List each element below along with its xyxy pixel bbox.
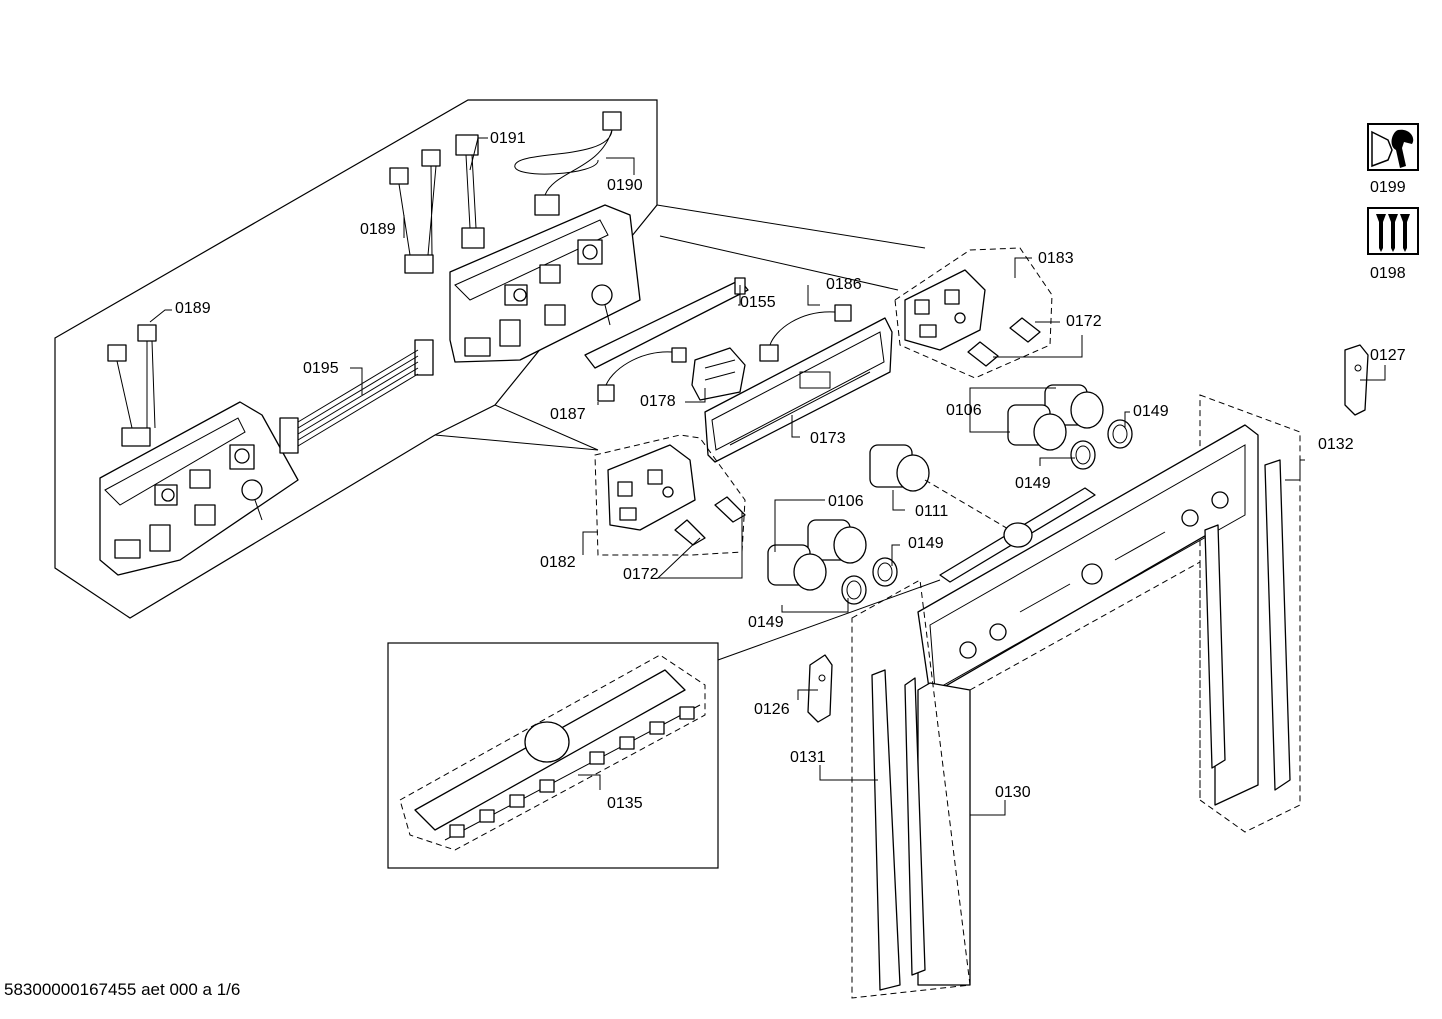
wire-harness-0189-lower bbox=[107, 324, 157, 447]
label-0172-upper: 0172 bbox=[1066, 313, 1102, 330]
control-strip-0135-on-frame bbox=[939, 487, 1096, 583]
side-profile-0131 bbox=[851, 579, 971, 999]
label-0149-lower-right: 0149 bbox=[908, 535, 944, 552]
label-0189-upper: 0189 bbox=[360, 221, 396, 238]
wire-0186 bbox=[759, 304, 852, 362]
label-0173: 0173 bbox=[810, 430, 846, 447]
door-frame-assembly bbox=[917, 394, 1301, 986]
wire-harness-0191 bbox=[455, 134, 485, 249]
ring-0149-lower bbox=[841, 557, 898, 605]
label-0132: 0132 bbox=[1318, 436, 1354, 453]
wire-0187 bbox=[597, 347, 687, 402]
control-block-0183 bbox=[894, 247, 1053, 379]
switch-0178 bbox=[691, 347, 746, 401]
wire-harness-0190 bbox=[514, 111, 622, 216]
label-0135: 0135 bbox=[607, 795, 643, 812]
label-0106-upper: 0106 bbox=[946, 402, 982, 419]
label-0191: 0191 bbox=[490, 130, 526, 147]
label-0187: 0187 bbox=[550, 406, 586, 423]
ring-0149-upper bbox=[1070, 419, 1133, 470]
part-labels: 0191 0190 0189 0189 0195 0155 0186 0187 … bbox=[175, 130, 1406, 812]
ribbon-cable-0195 bbox=[279, 339, 434, 454]
wrench-icon bbox=[1367, 123, 1419, 171]
rotary-switch-0106-upper bbox=[1007, 384, 1104, 451]
label-0182: 0182 bbox=[540, 554, 576, 571]
label-0149-upper-left: 0149 bbox=[1015, 475, 1051, 492]
label-0172-lower: 0172 bbox=[623, 566, 659, 583]
label-0106-lower: 0106 bbox=[828, 493, 864, 510]
label-0186: 0186 bbox=[826, 276, 862, 293]
label-0127: 0127 bbox=[1370, 347, 1406, 364]
control-board-0173 bbox=[704, 317, 893, 463]
control-block-upper bbox=[449, 204, 641, 363]
wire-harness-0189-upper bbox=[389, 149, 441, 274]
shaft-0172-lower bbox=[674, 496, 746, 546]
screws-icon bbox=[1367, 207, 1419, 255]
label-0111: 0111 bbox=[915, 503, 948, 520]
control-block-lower bbox=[99, 401, 299, 576]
rotary-switch-0106-lower bbox=[767, 519, 867, 591]
bracket-0126 bbox=[807, 654, 833, 723]
label-0126: 0126 bbox=[754, 701, 790, 718]
shaft-0172-upper bbox=[967, 317, 1041, 367]
document-id: 58300000167455 aet 000 a 1/6 bbox=[4, 980, 241, 999]
label-0178: 0178 bbox=[640, 393, 676, 410]
label-0149-lower-left: 0149 bbox=[748, 614, 784, 631]
label-0149-upper-right: 0149 bbox=[1133, 403, 1169, 420]
label-0183: 0183 bbox=[1038, 250, 1074, 267]
label-0190: 0190 bbox=[607, 177, 643, 194]
rotary-switch-0111 bbox=[869, 444, 1011, 531]
label-0155: 0155 bbox=[740, 294, 776, 311]
leader-lines bbox=[149, 137, 1386, 816]
inset-detail-0135 bbox=[387, 579, 941, 869]
label-0198: 0198 bbox=[1370, 265, 1406, 282]
label-0199: 0199 bbox=[1370, 179, 1406, 196]
control-block-0182 bbox=[594, 434, 746, 556]
bracket-0127 bbox=[1344, 344, 1369, 416]
label-0189-lower: 0189 bbox=[175, 300, 211, 317]
label-0195: 0195 bbox=[303, 360, 339, 377]
label-0130: 0130 bbox=[995, 784, 1031, 801]
label-0131: 0131 bbox=[790, 749, 826, 766]
